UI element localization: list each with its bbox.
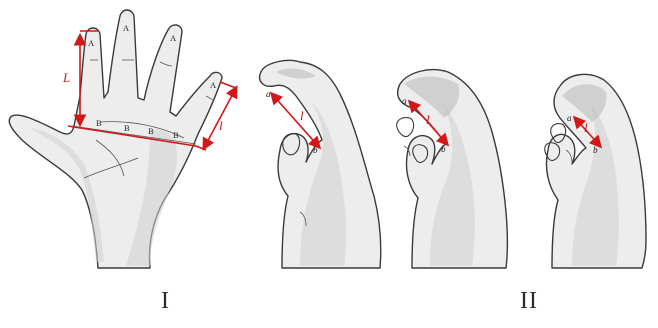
fingertip-label: A [170,33,177,43]
base-label: B [173,130,179,140]
tip-label-a: a [567,113,572,123]
measure-L-label: L [62,70,70,85]
fingertip-label: A [210,80,217,90]
fingertip-label: A [88,38,95,48]
base-label: B [148,126,154,136]
measure-l-label: l [219,118,223,133]
length-label-l: l [300,108,304,123]
pinch-hand-figure: a l b [397,70,508,268]
base-label-b: b [313,145,318,155]
length-label-l: l [426,112,430,127]
panel-label-II: II [520,288,538,315]
base-label-b: b [441,144,446,154]
panel-label-I: I [161,288,170,315]
base-label-b: b [593,145,598,155]
open-hand-figure: L l A A A A B B B B [9,10,236,268]
pinch-hand-figure: a l b [545,74,646,268]
base-label: B [96,118,102,128]
base-label: B [124,123,130,133]
length-label-l: l [584,120,588,135]
tip-label-a: a [266,89,271,99]
pinch-hand-figure: a l b [260,60,381,268]
fingertip-label: A [123,23,130,33]
tip-label-a: a [402,96,407,106]
